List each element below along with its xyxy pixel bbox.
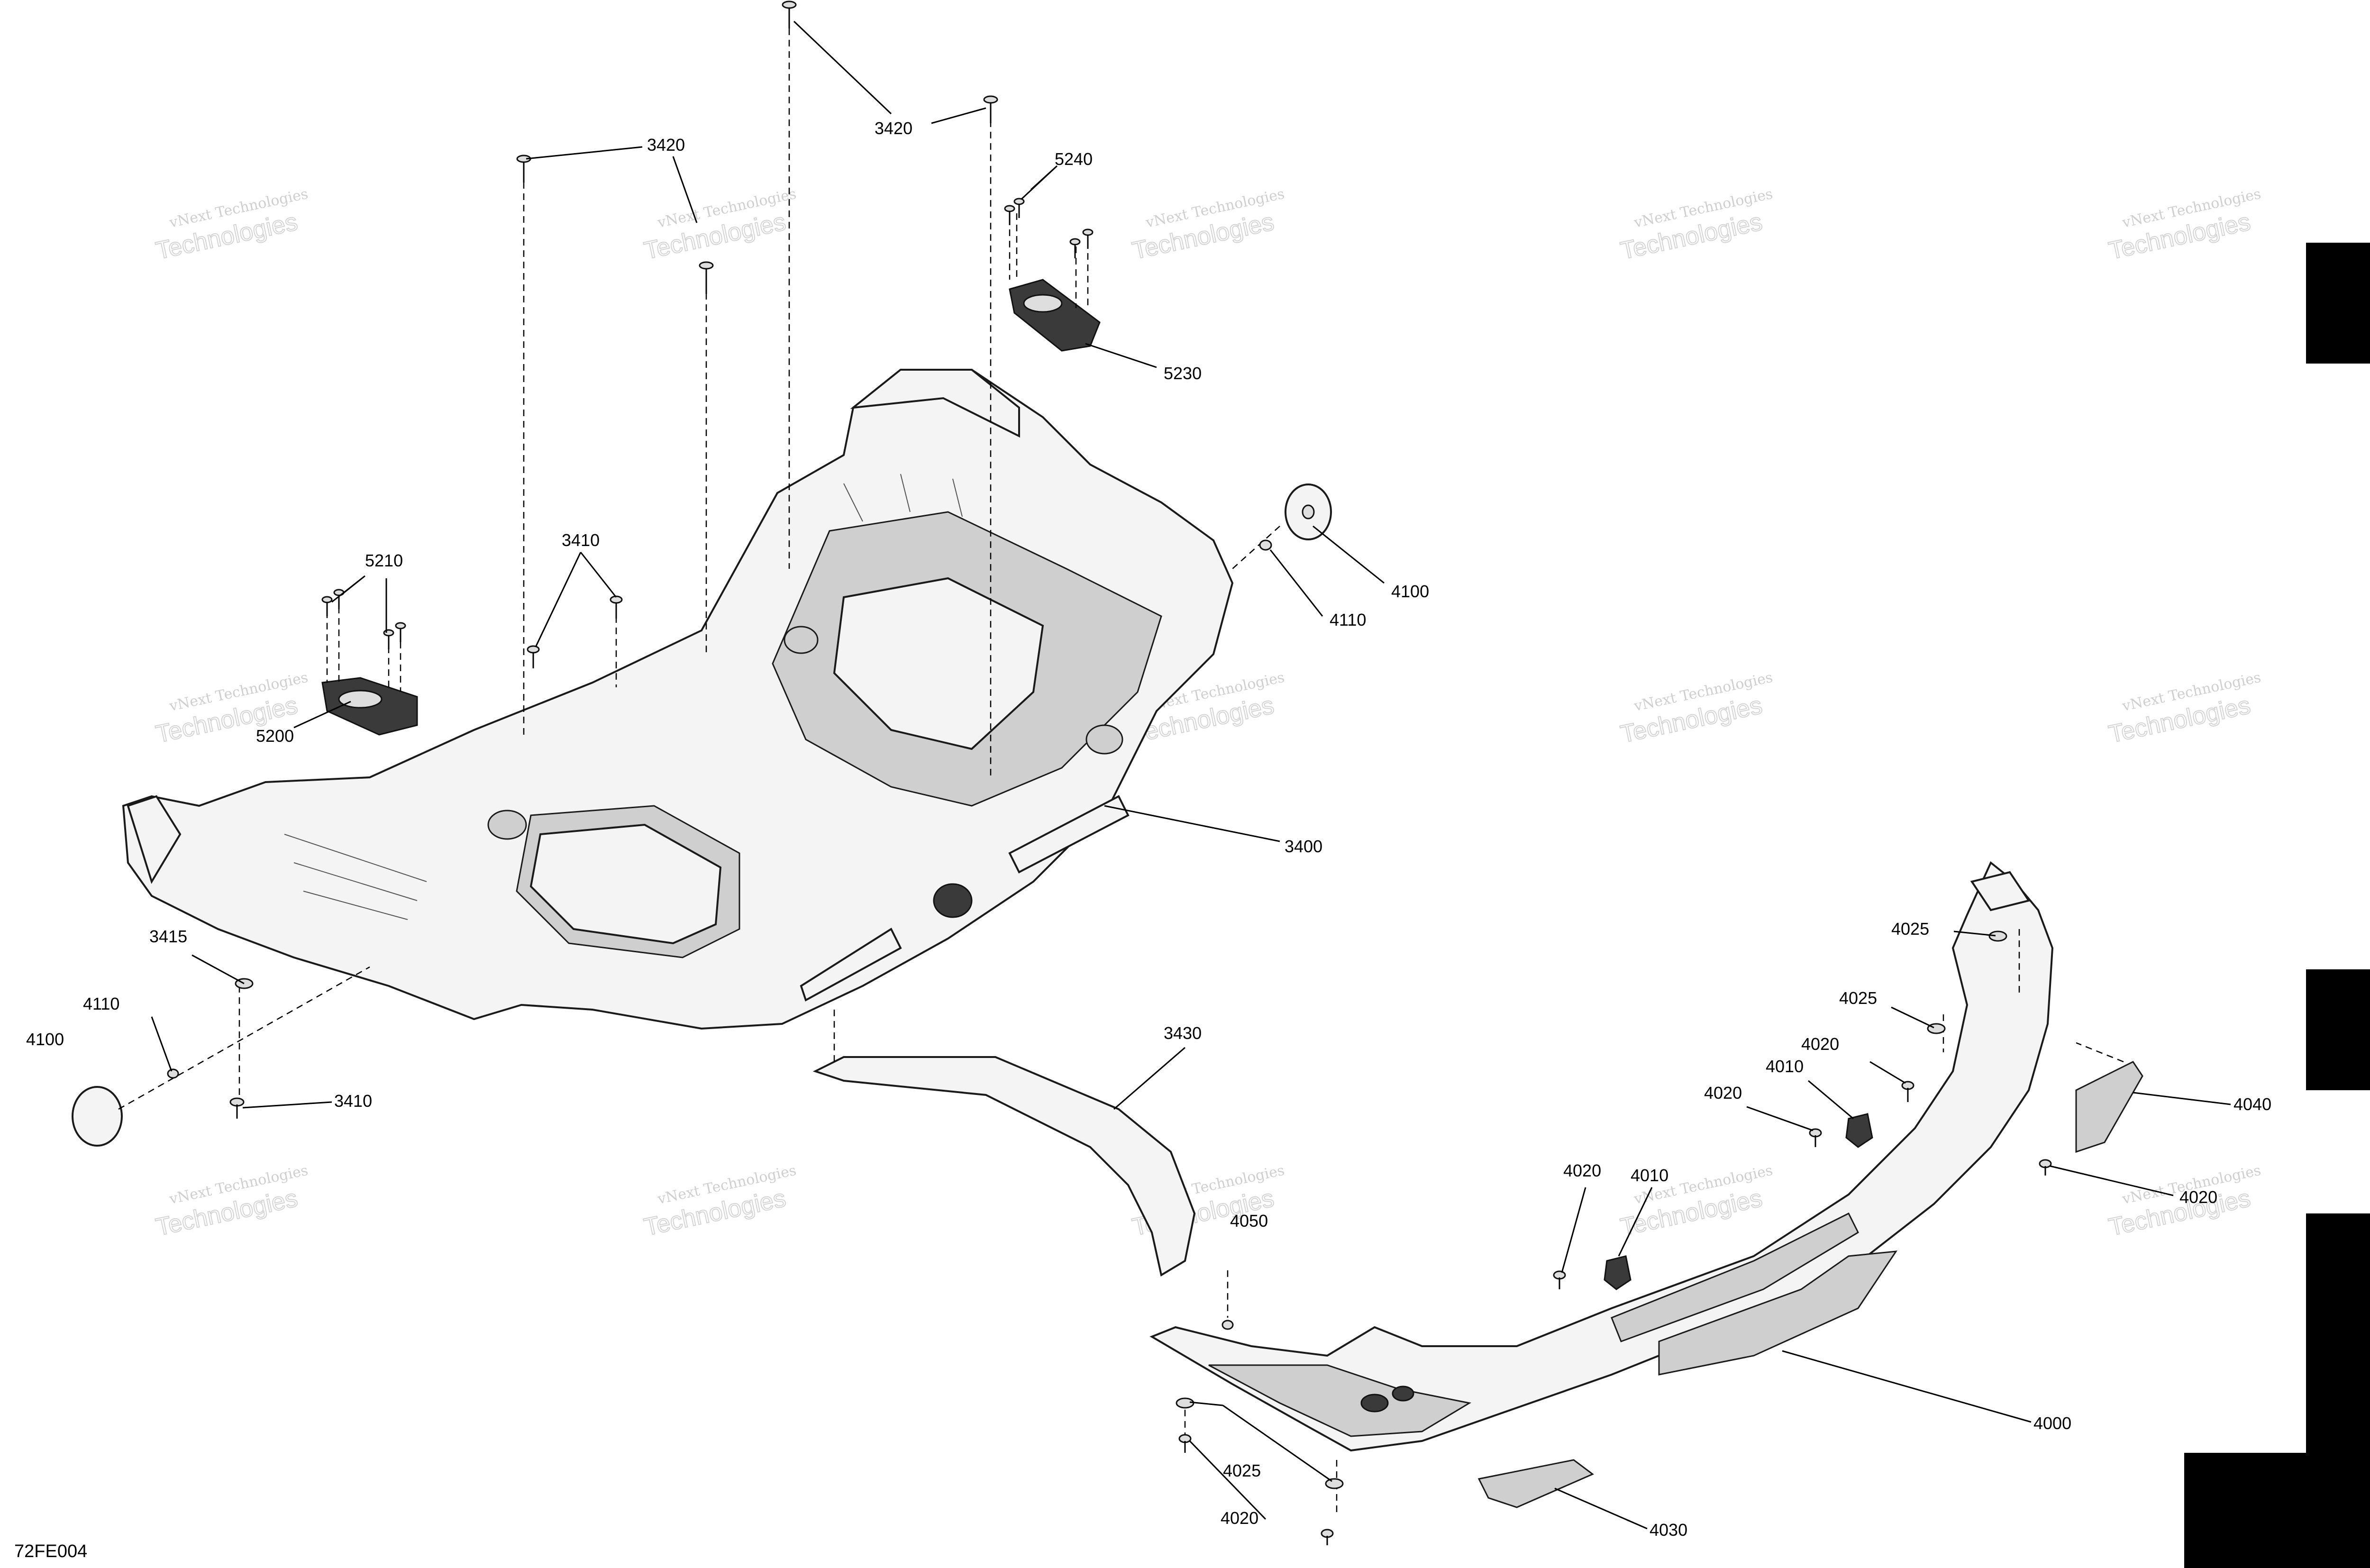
callout-3410-top: 3410 (562, 530, 600, 550)
washer-icon (1176, 1397, 1194, 1409)
edge-tabs (2184, 243, 2370, 1568)
callout-4025-b: 4025 (1839, 988, 1877, 1008)
edge-tab-top (2306, 243, 2370, 364)
bracket-5230 (1009, 279, 1101, 352)
callout-3415: 3415 (149, 927, 187, 946)
callout-4110-left: 4110 (83, 994, 119, 1013)
watermark: vNext Technologies Technologies (641, 186, 798, 265)
screw-icon (321, 596, 333, 616)
nut-icon (1221, 1320, 1234, 1330)
callout-4110-top: 4110 (1330, 610, 1366, 629)
watermark: vNext Technologies Technologies (153, 1162, 310, 1242)
screw-icon (1082, 228, 1094, 249)
watermark: vNext Technologies Technologies (1618, 186, 1774, 265)
screw-icon (1321, 1529, 1334, 1545)
callout-4030: 4030 (1650, 1520, 1687, 1540)
edge-tab-bottom (2184, 1213, 2370, 1568)
callout-4100-left: 4100 (26, 1030, 64, 1049)
screw-icon (1013, 198, 1025, 218)
front-bumper-4000 (1149, 861, 2054, 1452)
callout-3420-a: 3420 (875, 119, 912, 138)
callout-5200: 5200 (256, 726, 294, 746)
screw-icon (610, 595, 623, 619)
callout-4020-d: 4020 (1563, 1161, 1601, 1180)
watermark: vNext Technologies Technologies (2106, 186, 2262, 265)
screw-icon (1901, 1081, 1914, 1102)
screw-icon (1069, 238, 1081, 258)
callout-4010-b: 4010 (1631, 1166, 1668, 1185)
callout-4020-b: 4020 (1704, 1083, 1742, 1103)
watermark: vNext Technologies Technologies (1130, 186, 1286, 265)
clip-4010-b (1604, 1255, 1632, 1290)
screw-icon (527, 645, 540, 668)
watermark: vNext Technologies Technologies (153, 186, 310, 265)
callout-labels: 3420 3420 5240 5230 4100 4110 5210 3410 … (26, 119, 2271, 1540)
watermark: vNext Technologies Technologies (1618, 669, 1774, 749)
screw-icon (516, 155, 531, 182)
screw-icon (1004, 205, 1015, 225)
washer-icon (1325, 1478, 1344, 1489)
callout-4040: 4040 (2233, 1094, 2271, 1114)
nut-icon (167, 1068, 179, 1079)
screw-icon (983, 95, 998, 123)
callout-4025-a: 4025 (1891, 919, 1929, 939)
screw-icon (395, 622, 406, 642)
bracket-5200 (321, 677, 418, 736)
callout-4025-c: 4025 (1223, 1461, 1261, 1480)
callout-5230: 5230 (1164, 364, 1202, 383)
screw-icon (1553, 1270, 1566, 1289)
callout-4020-a: 4020 (1801, 1034, 1839, 1054)
watermark: vNext Technologies Technologies (2106, 669, 2262, 749)
callout-5210: 5210 (365, 551, 403, 570)
callout-4020-c: 4020 (2179, 1187, 2217, 1207)
callout-5240: 5240 (1055, 149, 1093, 169)
screw-icon (1809, 1128, 1822, 1147)
callout-3400: 3400 (1285, 837, 1322, 856)
edge-tab-middle (2306, 969, 2370, 1090)
skid-plate-3400 (122, 369, 1234, 1030)
drawing-code: 72FE004 (14, 1541, 87, 1561)
assembly-lines (118, 28, 2124, 1517)
callout-4020-e: 4020 (1221, 1508, 1258, 1528)
leader-lines (151, 20, 2231, 1530)
screw-icon (1178, 1434, 1192, 1453)
plug-4100-left (72, 1086, 123, 1147)
screw-icon (383, 629, 394, 649)
brace-3430 (812, 1056, 1196, 1277)
trim-4040 (2075, 1061, 2143, 1153)
screw-icon (699, 261, 714, 294)
plug-4100-top (1285, 483, 1332, 540)
callout-4010-a: 4010 (1766, 1057, 1804, 1076)
callout-4000: 4000 (2033, 1413, 2071, 1433)
callout-3410-bottom: 3410 (334, 1091, 372, 1111)
screw-icon (2039, 1159, 2052, 1176)
screw-icon (782, 0, 797, 28)
nut-icon (1259, 539, 1272, 551)
trim-4030 (1477, 1459, 1594, 1508)
callout-4050: 4050 (1230, 1211, 1268, 1231)
screw-icon (229, 1097, 245, 1119)
washer-icon (1988, 930, 2007, 942)
callout-4100-top: 4100 (1391, 582, 1429, 601)
watermark: vNext Technologies Technologies (641, 1162, 798, 1242)
callout-3430: 3430 (1164, 1023, 1202, 1043)
callout-3420-b: 3420 (647, 135, 685, 155)
clip-4010-a (1845, 1113, 1873, 1148)
